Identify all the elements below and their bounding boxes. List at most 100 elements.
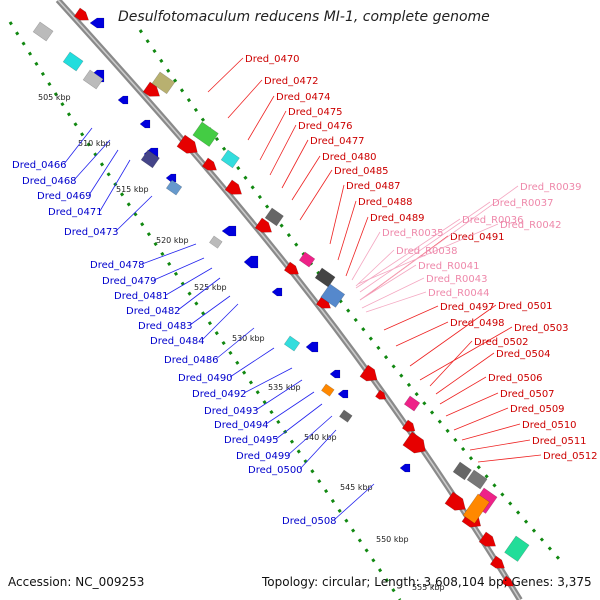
forward-gene-arrow-shape: [501, 575, 514, 587]
reverse-gene-label: Dred_0482: [126, 306, 181, 317]
forward-gene-arrow: [375, 389, 387, 400]
rna-gene-label: Dred_R0035: [382, 228, 444, 239]
reverse-gene-arrow: [243, 255, 259, 269]
rna-gene-label: Dred_R0043: [426, 274, 488, 285]
gene-box-olive-shape: [151, 71, 176, 95]
reverse-gene-label: Dred_0494: [214, 420, 269, 431]
gene-box-cyan: [283, 335, 301, 352]
forward-gene-label: Dred_0472: [264, 76, 319, 87]
forward-gene-label: Dred_0509: [510, 404, 565, 415]
reverse-label-leader: [189, 295, 231, 326]
forward-label-leader: [409, 304, 497, 367]
scale-tick-label: 535 kbp: [268, 383, 301, 392]
scale-tick-label: 550 kbp: [376, 535, 409, 544]
gene-box-dark: [314, 267, 336, 288]
reverse-gene-arrow-shape: [305, 341, 319, 353]
gene-box-orange-shape: [462, 493, 490, 524]
reverse-label-leader: [141, 243, 197, 265]
reverse-label-leader: [333, 483, 375, 521]
scale-tick-label: 540 kbp: [304, 433, 337, 442]
reverse-gene-arrow-shape: [165, 173, 177, 183]
gene-box-orange-shape: [321, 383, 335, 397]
reverse-label-leader: [177, 277, 221, 311]
reverse-gene-arrow-shape: [221, 225, 237, 237]
gene-box-teal-shape: [504, 535, 530, 562]
reverse-label-leader: [63, 127, 93, 165]
gene-box-blue: [320, 283, 346, 308]
scale-tick-label: 545 kbp: [340, 483, 373, 492]
forward-gene-label: Dred_0476: [298, 121, 353, 132]
forward-gene-label: Dred_0510: [522, 420, 577, 431]
reverse-gene-label: Dred_0508: [282, 516, 337, 527]
gene-box-cyan-shape: [283, 335, 301, 352]
forward-label-leader: [291, 155, 321, 201]
forward-gene-arrow: [444, 491, 466, 511]
scale-tick-label: 530 kbp: [232, 334, 265, 343]
forward-label-leader: [259, 110, 287, 161]
gene-box-indigo: [140, 149, 160, 169]
reverse-gene-label: Dred_0484: [150, 336, 205, 347]
forward-gene-label: Dred_0491: [450, 232, 505, 243]
reverse-gene-arrow-shape: [117, 95, 129, 105]
forward-gene-arrow: [489, 555, 505, 569]
forward-label-leader: [461, 423, 521, 441]
gene-box-indigo-shape: [140, 149, 160, 169]
forward-gene-arrow: [73, 7, 89, 21]
reverse-label-leader: [299, 429, 337, 470]
gene-box-pink: [403, 395, 421, 412]
gene-box-blue-shape: [320, 283, 346, 308]
reverse-gene-arrow: [305, 341, 319, 353]
scale-tick-label: 520 kbp: [156, 236, 189, 245]
scale-tick-label: 515 kbp: [116, 185, 149, 194]
rna-gene-label: Dred_R0042: [500, 220, 562, 231]
scale-track-dots: [138, 29, 562, 561]
forward-gene-label: Dred_0480: [322, 152, 377, 163]
reverse-label-leader: [201, 303, 239, 341]
forward-gene-arrow-shape: [224, 179, 243, 195]
forward-gene-arrow: [201, 157, 217, 171]
scale-tick-label: 525 kbp: [194, 283, 227, 292]
gene-box-green: [192, 121, 219, 147]
scale-tick-label: 505 kbp: [38, 93, 71, 102]
gene-box-cyan: [62, 51, 84, 72]
forward-gene-label: Dred_0501: [498, 301, 553, 312]
gene-box-pink: [298, 251, 316, 268]
gene-box-cyan-shape: [62, 51, 84, 72]
forward-gene-arrow-shape: [478, 531, 497, 547]
reverse-gene-arrow-shape: [337, 389, 349, 399]
forward-label-leader: [329, 184, 345, 245]
reverse-gene-label: Dred_0493: [204, 406, 259, 417]
gene-box-lightgray-shape: [82, 69, 104, 90]
reverse-gene-label: Dred_0469: [37, 191, 92, 202]
forward-label-leader: [445, 392, 499, 417]
reverse-gene-label: Dred_0466: [12, 160, 67, 171]
reverse-gene-arrow: [89, 17, 105, 29]
forward-gene-label: Dred_0477: [310, 136, 365, 147]
gene-box-steel: [165, 179, 183, 196]
gene-box-gray-shape: [466, 469, 488, 490]
gene-box-cyan: [220, 149, 240, 169]
forward-label-leader: [383, 305, 439, 331]
reverse-label-leader: [88, 149, 119, 196]
gene-box-pink-shape: [403, 395, 421, 412]
forward-gene-arrow-shape: [444, 491, 466, 511]
forward-gene-arrow: [224, 179, 243, 195]
reverse-gene-label: Dred_0492: [192, 389, 247, 400]
reverse-gene-arrow: [271, 287, 283, 297]
forward-gene-label: Dred_0485: [334, 166, 389, 177]
forward-gene-arrow-shape: [375, 389, 387, 400]
rna-label-leader: [351, 231, 381, 281]
forward-gene-arrow: [254, 217, 273, 233]
forward-label-leader: [435, 352, 495, 395]
reverse-label-leader: [287, 415, 333, 456]
rna-gene-label: Dred_R0041: [418, 261, 480, 272]
forward-label-leader: [227, 79, 263, 119]
forward-gene-arrow-shape: [254, 217, 273, 233]
gene-box-pink-shape: [298, 251, 316, 268]
reverse-label-leader: [73, 139, 111, 181]
forward-gene-arrow: [176, 134, 198, 154]
reverse-gene-arrow-shape: [329, 369, 341, 379]
reverse-gene-label: Dred_0495: [224, 435, 279, 446]
reverse-label-leader: [265, 391, 315, 425]
reverse-gene-arrow: [117, 95, 129, 105]
